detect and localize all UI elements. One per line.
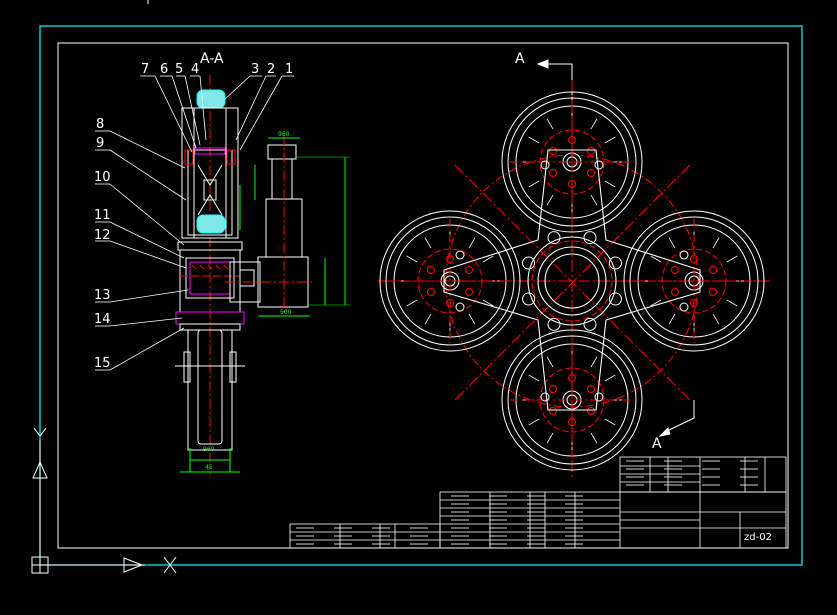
- caster-wheel-4: [501, 329, 643, 471]
- arm-hole: [679, 250, 689, 260]
- drawing-number: zd-02: [744, 532, 772, 543]
- arm-hole: [540, 392, 550, 402]
- caster-wheel-1: [501, 91, 643, 233]
- section-arrow-label-bottom: A: [652, 436, 662, 452]
- callout-12: 12: [94, 228, 111, 243]
- dim-wheel-width: 45: [205, 464, 213, 471]
- plate-hole: [547, 231, 561, 245]
- plate-hole: [522, 292, 536, 306]
- callout-15: 15: [94, 356, 111, 371]
- callout-4: 4: [191, 62, 200, 77]
- plate-hole: [583, 317, 597, 331]
- callout-1: 1: [285, 62, 294, 77]
- section-view-a-a: [175, 75, 255, 475]
- outer-border: [39, 25, 803, 566]
- arm-hole: [679, 302, 689, 312]
- callout-13: 13: [94, 288, 111, 303]
- callout-11: 11: [94, 208, 111, 223]
- axle-detail-view: [225, 135, 350, 317]
- wheel-set: [379, 91, 765, 471]
- plate-hole: [583, 231, 597, 245]
- title-block: [289, 456, 787, 549]
- section-arrow-label-top: A: [515, 51, 525, 67]
- plate-hole: [608, 292, 622, 306]
- callout-7: 7: [141, 62, 150, 77]
- plan-view: [378, 59, 770, 480]
- plate-hole: [608, 256, 622, 270]
- inner-border: [57, 42, 789, 549]
- arm-hole: [594, 160, 604, 170]
- plate-hole: [522, 256, 536, 270]
- dim-top-width: 960: [278, 131, 290, 138]
- arm-hole: [455, 250, 465, 260]
- arm-hole: [594, 392, 604, 402]
- cross-plate: [443, 149, 701, 411]
- callout-2: 2: [267, 62, 276, 77]
- callout-5: 5: [175, 62, 184, 77]
- ucs-icon: [31, 0, 177, 574]
- plate-hole: [547, 317, 561, 331]
- callout-6: 6: [160, 62, 169, 77]
- callout-8: 8: [96, 117, 105, 132]
- arm-hole: [540, 160, 550, 170]
- title-block-text-marks: [296, 460, 758, 545]
- callout-14: 14: [94, 312, 111, 327]
- callout-3: 3: [251, 62, 260, 77]
- callout-10: 10: [94, 170, 111, 185]
- caster-wheel-3: [623, 210, 765, 352]
- bolt-holes: [455, 160, 689, 402]
- dim-bottom-width: 500: [280, 309, 292, 316]
- callout-9: 9: [96, 136, 105, 151]
- callout-leaders: [95, 75, 294, 371]
- caster-wheel-2: [379, 210, 521, 352]
- arm-hole: [455, 302, 465, 312]
- section-view-title: A-A: [200, 51, 224, 67]
- dim-plate-width: 960: [203, 446, 215, 453]
